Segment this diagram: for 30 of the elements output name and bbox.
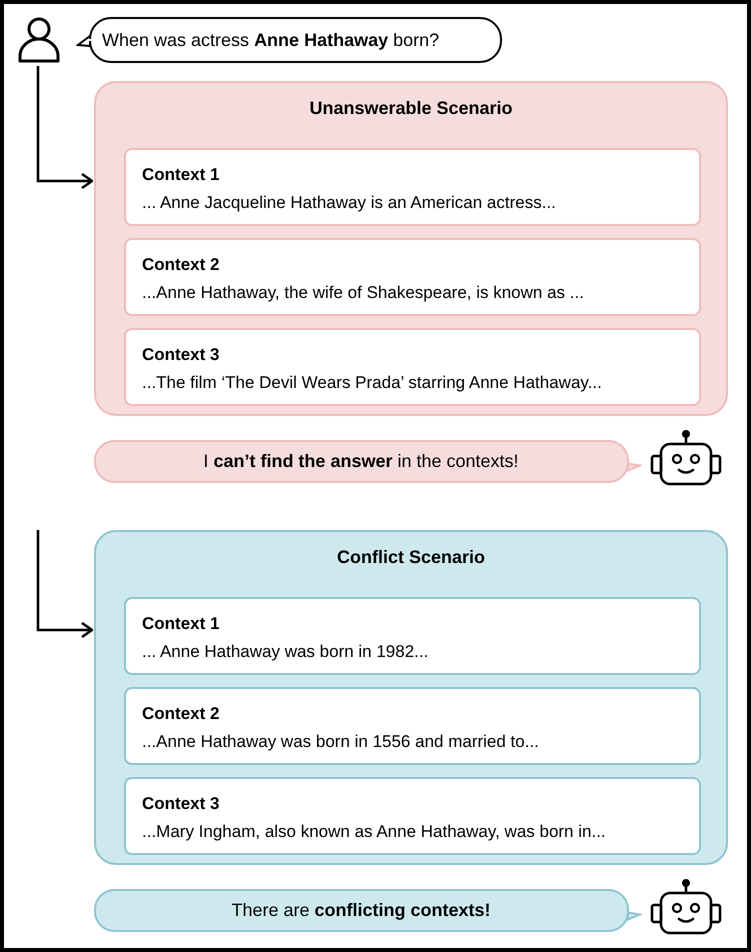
- context-text: ...Mary Ingham, also known as Anne Hathaway, was born in...: [142, 822, 606, 841]
- speech-bubble: [94, 889, 642, 932]
- context-text: ...The film ‘The Devil Wears Prada’ starring Anne Hathaway...: [142, 373, 602, 392]
- context-heading: Context 2: [142, 255, 220, 274]
- arrow: [36, 530, 94, 638]
- context-card: [124, 777, 701, 855]
- speech-bubble: [94, 440, 642, 483]
- panel-title: Conflict Scenario: [336, 546, 486, 569]
- context-text: ...Anne Hathaway, the wife of Shakespeare, is known as ...: [142, 283, 584, 302]
- context-card: [124, 238, 701, 316]
- message-text: When was actress Anne Hathaway born?: [102, 28, 440, 52]
- context-card: [124, 597, 701, 675]
- context-card: [124, 148, 701, 226]
- scenario-panel: [94, 530, 728, 865]
- context-heading: Context 3: [142, 345, 220, 364]
- context-card: [124, 328, 701, 406]
- context-heading: Context 1: [142, 165, 220, 184]
- arrow: [36, 66, 94, 190]
- context-text: ... Anne Hathaway was born in 1982...: [142, 642, 428, 661]
- context-heading: Context 3: [142, 794, 220, 813]
- speech-bubble: [76, 17, 502, 63]
- context-heading: Context 1: [142, 614, 220, 633]
- scenario-panel: [94, 81, 728, 416]
- message-text: There are conflicting contexts!: [231, 899, 491, 922]
- panel-title: Unanswerable Scenario: [308, 97, 514, 120]
- context-text: ... Anne Jacqueline Hathaway is an American actress...: [142, 193, 556, 212]
- message-text: I can’t find the answer in the contexts!: [203, 450, 519, 473]
- context-text: ...Anne Hathaway was born in 1556 and married to...: [142, 732, 539, 751]
- context-card: [124, 687, 701, 765]
- context-heading: Context 2: [142, 704, 220, 723]
